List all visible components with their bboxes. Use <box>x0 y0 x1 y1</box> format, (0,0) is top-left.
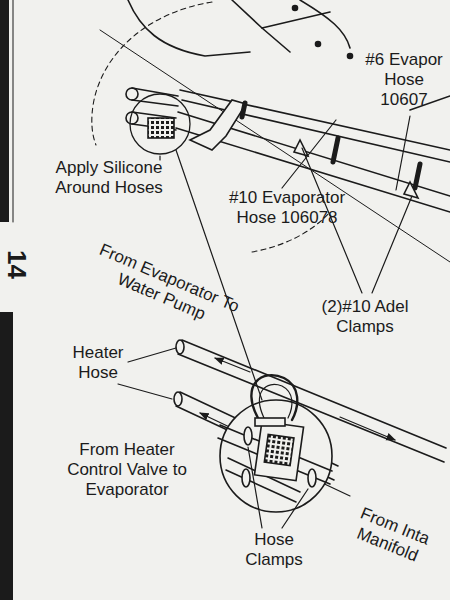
page-bar <box>0 0 9 222</box>
loop-hose <box>251 375 297 420</box>
hose-clamp <box>308 469 316 487</box>
hose-clamp <box>242 469 250 487</box>
part-label: Heater Hose <box>58 343 138 383</box>
note-label: Apply Silicone Around Hoses <box>34 158 184 198</box>
part-label: #10 Evaporator Hose 106078 <box>212 188 362 228</box>
part-label: (2)#10 Adel Clamps <box>300 297 430 337</box>
page-number: 14 <box>2 250 32 300</box>
control-valve <box>254 421 303 480</box>
page-bar <box>0 312 13 600</box>
connector <box>148 118 174 138</box>
detail-circle <box>92 2 212 145</box>
flow-label: From Heater Control Valve to Evaporator <box>52 440 202 500</box>
adel-clamp <box>333 138 338 162</box>
part-label: Hose Clamps <box>236 530 312 570</box>
evaporator-housing <box>128 0 250 56</box>
adel-clamp <box>415 164 420 188</box>
silicone-circle <box>130 94 190 154</box>
part-label: #6 Evapor Hose 10607 <box>362 50 446 110</box>
hose-clamp <box>244 427 252 445</box>
detail-inset <box>220 400 332 512</box>
flow-label: From Evaporator To Water Pump <box>88 240 242 335</box>
flow-label: From Inta Manifold <box>341 500 441 572</box>
